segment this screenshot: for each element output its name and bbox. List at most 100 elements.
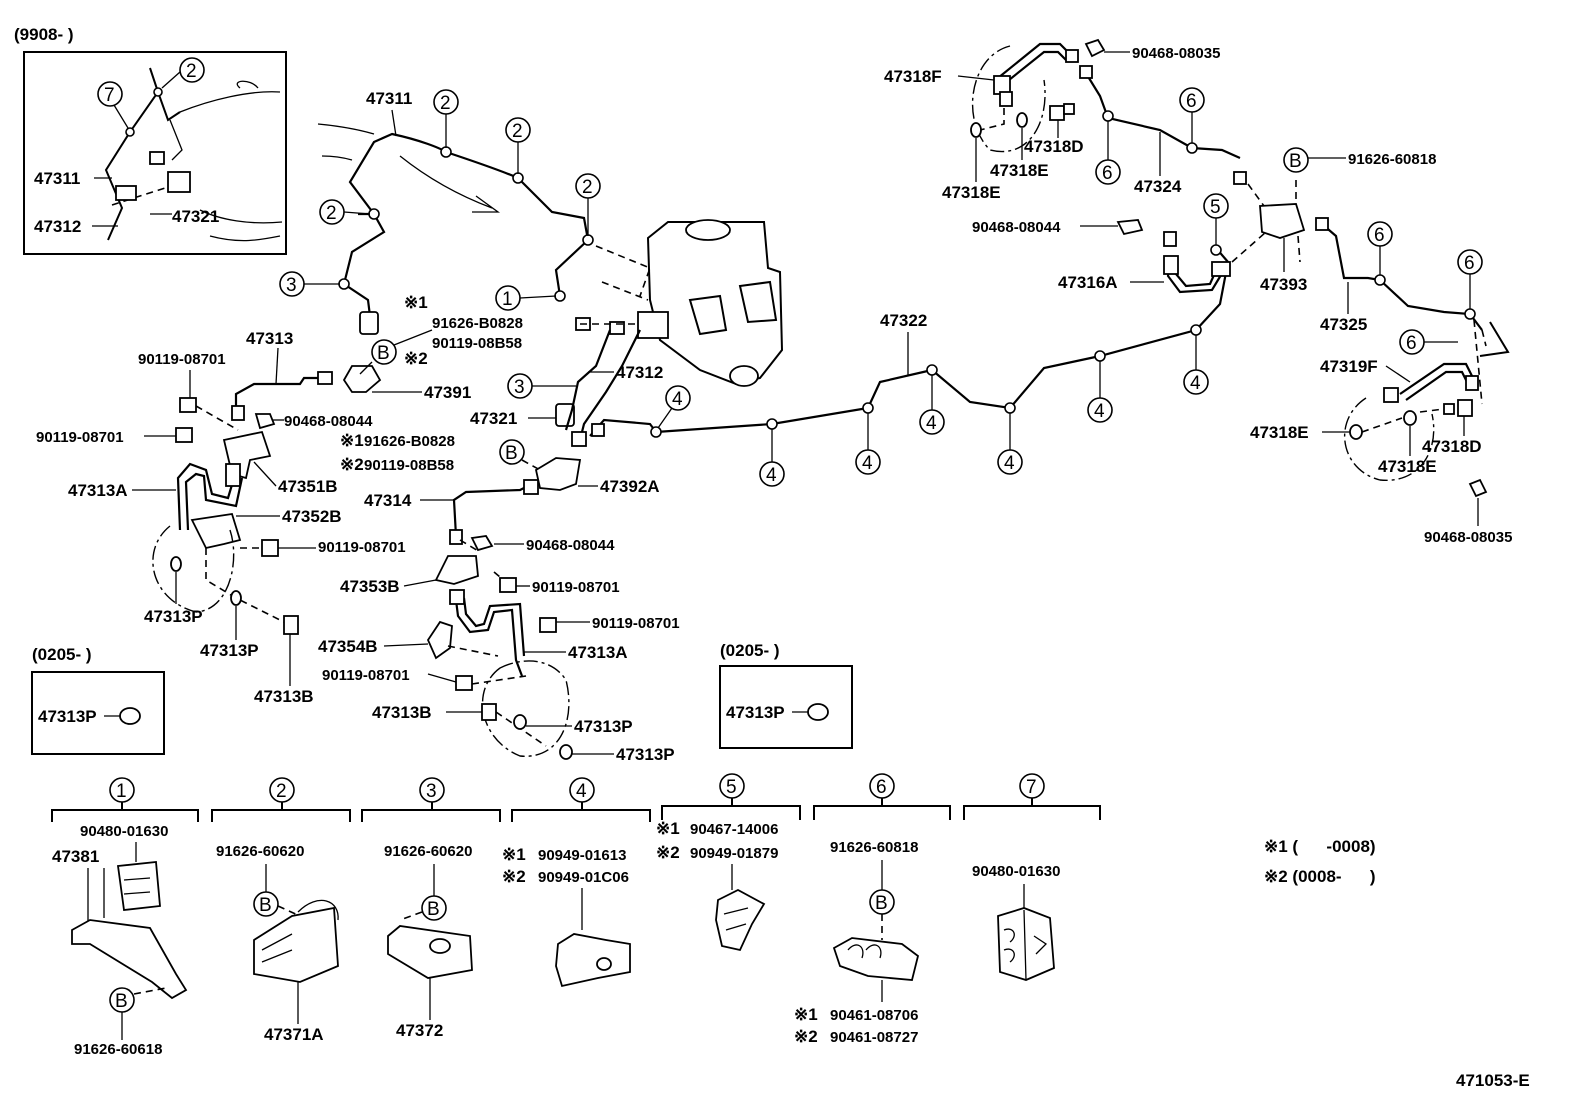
code-90119-08B58-b: 90119-08B58	[364, 457, 454, 474]
svg-text:2: 2	[276, 781, 287, 802]
kit-2: 2 91626-60620 B 47371A	[211, 777, 351, 1044]
label-47311: 47311	[366, 89, 412, 108]
mark-2-a: ※2	[404, 349, 428, 368]
kit-7: 7 90480-01630	[963, 773, 1101, 981]
kit-2-code-a: 91626-60620	[216, 843, 304, 860]
svg-text:2: 2	[186, 61, 197, 82]
kit-4-code-b: 90949-01C06	[538, 869, 629, 886]
note-1: ※1 ( -0008)	[1264, 837, 1376, 856]
label-47313B-right: 47313B	[372, 703, 432, 722]
svg-text:2: 2	[440, 93, 451, 114]
code-90468-08035-top: 90468-08035	[1132, 45, 1220, 62]
label-47325: 47325	[1320, 315, 1367, 334]
svg-text:B: B	[427, 899, 440, 920]
label-47313P-4: 47313P	[616, 745, 675, 764]
area-47392A: ※1 91626-B0828 ※2 90119-08B58 B 47392A 4…	[318, 431, 680, 764]
code-90119-08701-d: 90119-08701	[532, 579, 620, 596]
label-47318E-top-2: 47318E	[942, 183, 1001, 202]
svg-text:7: 7	[104, 85, 115, 106]
code-90468-08044-a: 90468-08044	[284, 413, 373, 430]
svg-text:4: 4	[1094, 401, 1105, 422]
svg-text:B: B	[377, 343, 390, 364]
mark-1-b: ※1	[340, 431, 364, 450]
tube-47311: 47311 2 2 2 2 3 1	[279, 89, 601, 427]
kit-1-code-a: 90480-01630	[80, 823, 168, 840]
inset-0205-mid: (0205- ) 47313P	[719, 641, 853, 749]
svg-text:4: 4	[1004, 453, 1015, 474]
code-90119-08701-c: 90119-08701	[318, 539, 406, 556]
label-47313: 47313	[246, 329, 293, 348]
kit-3-code-b: 47372	[396, 1021, 443, 1040]
label-47318F-top: 47318F	[884, 67, 942, 86]
label-47318E-right-1: 47318E	[1250, 423, 1309, 442]
kit-1: 1 90480-01630 47381 B 91626-60618	[51, 777, 199, 1058]
inset-0205-mid-frame	[719, 665, 853, 749]
svg-text:6: 6	[1102, 163, 1113, 184]
kit-5-mark-1: ※1	[656, 819, 680, 838]
label-47354B: 47354B	[318, 637, 378, 656]
svg-text:B: B	[115, 991, 128, 1012]
label-47391: 47391	[424, 383, 471, 402]
inset-left-part: 47313P	[38, 707, 97, 726]
inset-mid-part: 47313P	[726, 703, 785, 722]
notes: ※1 ( -0008) ※2 (0008- ) 471053-E	[1264, 837, 1530, 1090]
code-90119-08701-a: 90119-08701	[138, 351, 226, 368]
label-47351B: 47351B	[278, 477, 338, 496]
kit-4-code-a: 90949-01613	[538, 847, 626, 864]
kit-6-code-c: 90461-08727	[830, 1029, 918, 1046]
svg-text:4: 4	[862, 453, 873, 474]
svg-text:B: B	[259, 895, 272, 916]
mark-1-a: ※1	[404, 293, 428, 312]
area-47324: 90468-08035 47318F 47318D 47318E 47318E …	[884, 38, 1247, 202]
label-47313P-1: 47313P	[144, 607, 203, 626]
kit-6-code-b: 90461-08706	[830, 1007, 918, 1024]
kit-5-code-b: 90949-01879	[690, 845, 778, 862]
kit-3: 3 91626-60620 B 47372	[361, 777, 501, 1040]
code-90468-08044-c: 90468-08044	[972, 219, 1061, 236]
svg-text:6: 6	[1374, 225, 1385, 246]
kit-row: 1 90480-01630 47381 B 91626-60618 2 9162…	[51, 773, 1101, 1058]
kit-4-mark-2: ※2	[502, 867, 526, 886]
area-47325: 6 6 47325 6 47319F 47318E 47318D 47318E …	[1250, 217, 1512, 546]
label-47313A-right: 47313A	[568, 643, 628, 662]
label-47322: 47322	[880, 311, 927, 330]
inset-0205-left-frame	[31, 671, 165, 755]
kit-6-mark-2: ※2	[794, 1027, 818, 1046]
label-47353B: 47353B	[340, 577, 400, 596]
svg-text:4: 4	[576, 781, 587, 802]
svg-text:7: 7	[1026, 777, 1037, 798]
label-47312: 47312	[616, 363, 663, 382]
kit-2-code-b: 47371A	[264, 1025, 324, 1044]
code-90468-08044-b: 90468-08044	[526, 537, 615, 554]
kit-5-mark-2: ※2	[656, 843, 680, 862]
code-91626-B0828-a: 91626-B0828	[432, 315, 523, 332]
label-47316A: 47316A	[1058, 273, 1118, 292]
code-91626-B0828-b: 91626-B0828	[364, 433, 455, 450]
svg-text:1: 1	[116, 781, 127, 802]
label-47393: 47393	[1260, 275, 1307, 294]
diagram-code: 471053-E	[1456, 1071, 1530, 1090]
svg-text:3: 3	[286, 275, 297, 296]
code-91626-60818-right: 91626-60818	[1348, 151, 1436, 168]
kit-6: 6 91626-60818 B ※1 90461-08706 ※2 90461-…	[794, 773, 951, 1046]
svg-text:2: 2	[582, 177, 593, 198]
label-47318E-right-2: 47318E	[1378, 457, 1437, 476]
svg-text:B: B	[1289, 151, 1302, 172]
svg-text:5: 5	[726, 777, 737, 798]
code-90119-08701-e: 90119-08701	[592, 615, 680, 632]
inset-0205-mid-date: (0205- )	[720, 641, 780, 660]
svg-text:B: B	[875, 893, 888, 914]
label-47313P-2: 47313P	[200, 641, 259, 660]
svg-text:6: 6	[1464, 253, 1475, 274]
inset-0205-left-date: (0205- )	[32, 645, 92, 664]
svg-text:B: B	[505, 443, 518, 464]
kit-6-code-a: 91626-60818	[830, 839, 918, 856]
label-47392A: 47392A	[600, 477, 660, 496]
label-47318E-top-1: 47318E	[990, 161, 1049, 180]
code-90468-08035-right: 90468-08035	[1424, 529, 1512, 546]
label-47321-inset: 47321	[172, 207, 219, 226]
note-2: ※2 (0008- )	[1264, 867, 1376, 886]
kit-4-mark-1: ※1	[502, 845, 526, 864]
inset-9908-date: (9908- )	[14, 25, 74, 44]
